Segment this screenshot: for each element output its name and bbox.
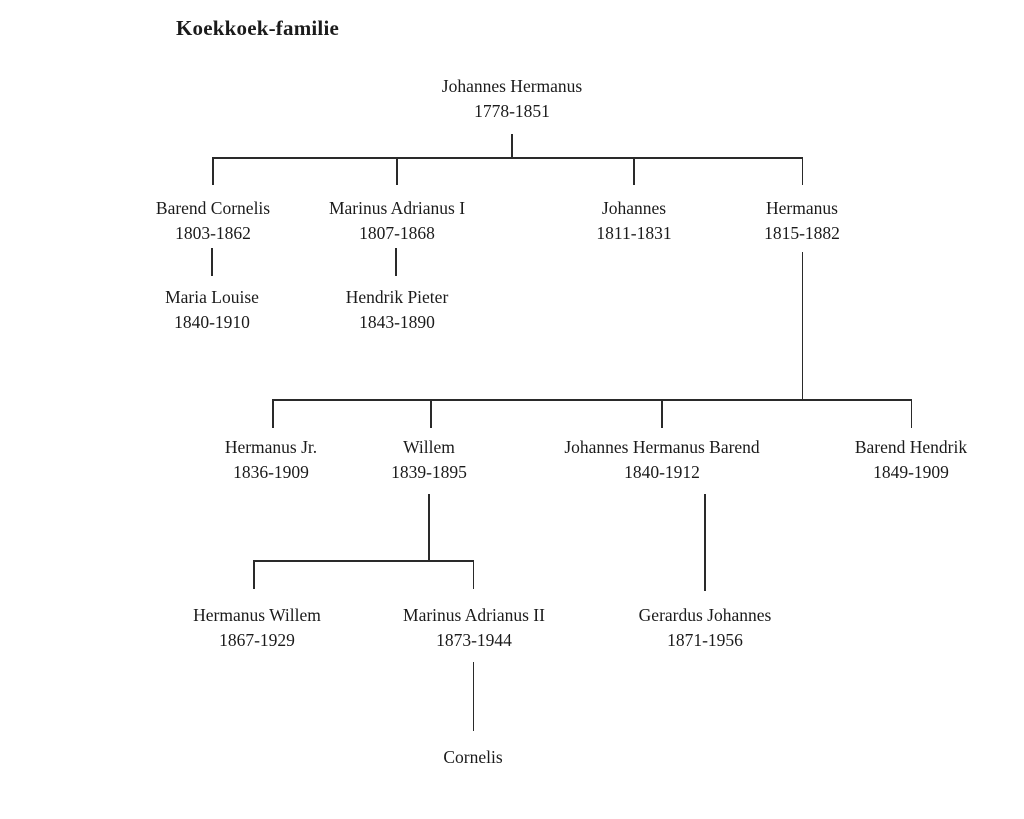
person-years: 1807-1868 xyxy=(359,223,435,243)
person-node-cornelis: Cornelis xyxy=(443,745,502,770)
connector-gen2-drop-johannes xyxy=(633,157,635,185)
person-name: Marinus Adrianus II xyxy=(403,605,545,625)
connector-gen2-bar xyxy=(212,157,803,159)
person-years: 1803-1862 xyxy=(175,223,251,243)
connector-willem-descent xyxy=(428,494,430,561)
person-years: 1836-1909 xyxy=(233,462,309,482)
person-name: Cornelis xyxy=(443,747,503,767)
person-name: Barend Cornelis xyxy=(155,198,271,218)
person-name: Willem xyxy=(403,437,455,457)
person-node-johannes-hermanus-barend: Johannes Hermanus Barend 1840-1912 xyxy=(564,435,759,485)
person-node-hermanus: Hermanus 1815-1882 xyxy=(764,196,840,246)
connector-gerardus-descent xyxy=(704,494,706,591)
person-years: 1840-1912 xyxy=(624,462,700,482)
connector-gen2-drop-hermanus xyxy=(801,157,804,185)
person-name: Johannes xyxy=(601,198,667,218)
connector-gen2-drop-marinus-adrianus-1 xyxy=(396,157,398,185)
person-years: 1778-1851 xyxy=(474,101,550,121)
person-name: Marinus Adrianus I xyxy=(328,198,466,218)
person-years: 1867-1929 xyxy=(219,630,295,650)
person-node-barend-hendrik: Barend Hendrik 1849-1909 xyxy=(855,435,967,485)
person-years: 1871-1956 xyxy=(667,630,743,650)
person-name: Hermanus xyxy=(766,198,838,218)
connector-gen3-drop-hermanus-jr xyxy=(272,399,274,428)
connector-stub-maria-louise xyxy=(211,248,213,276)
connector-gen4-bar xyxy=(253,560,474,562)
person-name: Johannes Hermanus Barend xyxy=(564,437,760,457)
person-name: Hermanus Jr. xyxy=(224,437,318,457)
connector-cornelis-descent xyxy=(472,662,475,731)
connector-gen3-drop-johannes-hermanus-barend xyxy=(661,399,663,428)
person-years: 1811-1831 xyxy=(596,223,672,243)
person-node-marinus-adrianus-2: Marinus Adrianus II 1873-1944 xyxy=(403,603,545,653)
person-name: Barend Hendrik xyxy=(854,437,968,457)
connector-stub-hendrik-pieter xyxy=(395,248,397,276)
person-node-marinus-adrianus-1: Marinus Adrianus I 1807-1868 xyxy=(329,196,465,246)
person-name: Johannes Hermanus xyxy=(441,76,583,96)
person-node-johannes-hermanus-sr: Johannes Hermanus 1778-1851 xyxy=(442,74,582,124)
connector-gen3-drop-willem xyxy=(430,399,432,428)
person-years: 1849-1909 xyxy=(873,462,949,482)
person-name: Gerardus Johannes xyxy=(638,605,772,625)
diagram-title: Koekkoek-familie xyxy=(176,16,340,40)
person-node-maria-louise: Maria Louise 1840-1910 xyxy=(165,285,259,335)
person-node-hermanus-jr: Hermanus Jr. 1836-1909 xyxy=(225,435,317,485)
person-node-willem: Willem 1839-1895 xyxy=(391,435,467,485)
connector-gen4-drop-hermanus-willem xyxy=(253,560,255,589)
person-name: Hermanus Willem xyxy=(193,605,321,625)
person-years: 1840-1910 xyxy=(174,312,250,332)
person-node-hendrik-pieter: Hendrik Pieter 1843-1890 xyxy=(346,285,449,335)
person-years: 1815-1882 xyxy=(764,223,840,243)
person-node-barend-cornelis: Barend Cornelis 1803-1862 xyxy=(156,196,270,246)
person-node-johannes: Johannes 1811-1831 xyxy=(596,196,671,246)
person-years: 1873-1944 xyxy=(436,630,512,650)
connector-gen4-drop-marinus-adrianus-2 xyxy=(472,560,475,589)
person-node-gerardus-johannes: Gerardus Johannes 1871-1956 xyxy=(639,603,772,653)
person-name: Hendrik Pieter xyxy=(345,287,449,307)
person-name: Maria Louise xyxy=(165,287,259,307)
connector-gen3-drop-barend-hendrik xyxy=(910,399,913,428)
connector-gen2-drop-barend-cornelis xyxy=(212,157,214,185)
connector-hermanus-descent xyxy=(801,252,804,400)
connector-gen3-bar xyxy=(272,399,912,401)
person-years: 1839-1895 xyxy=(391,462,467,482)
person-years: 1843-1890 xyxy=(359,312,435,332)
connector-root-drop xyxy=(511,134,513,158)
person-node-hermanus-willem: Hermanus Willem 1867-1929 xyxy=(193,603,321,653)
